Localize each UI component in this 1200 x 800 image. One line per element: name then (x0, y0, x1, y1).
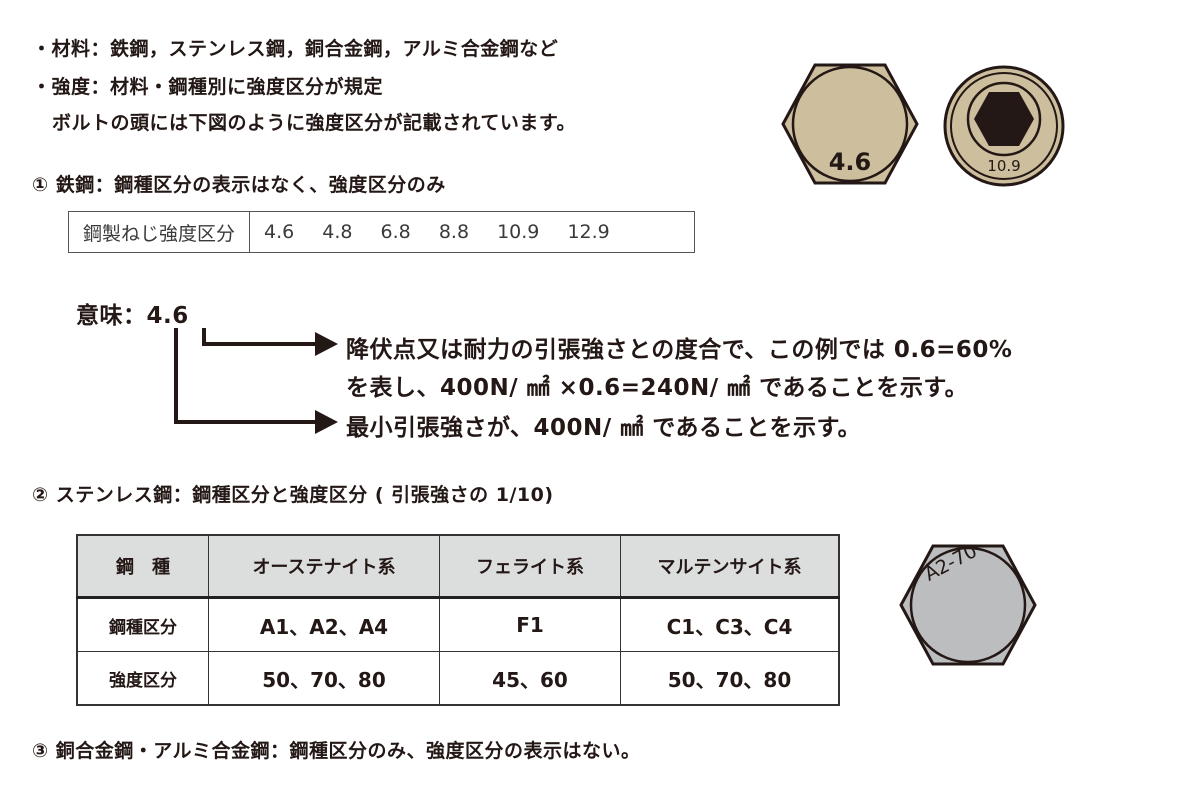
row-label: 強度区分 (76, 651, 209, 706)
socket-bolt-icon (943, 65, 1065, 187)
strength-class-value: 4.8 (322, 221, 353, 243)
section2-heading: ② ステンレス鋼：鋼種区分と強度区分 ( 引張強さの 1/10) (32, 484, 554, 506)
strength-class-value: 12.9 (567, 221, 610, 243)
stainless-steel-table: 鋼 種 オーステナイト系 フェライト系 マルテンサイト系 鋼種区分 A1、A2、… (76, 534, 840, 706)
steel-strength-class-values: 4.6 4.8 6.8 8.8 10.9 12.9 (249, 211, 696, 253)
hex-bolt-icon (781, 63, 919, 185)
table-cell: 50、70、80 (208, 651, 440, 706)
table-row: 鋼種区分 A1、A2、A4 F1 C1、C3、C4 (76, 597, 840, 652)
table-cell: 45、60 (439, 651, 621, 706)
section3-heading: ③ 銅合金鋼・アルミ合金鋼：鋼種区分のみ、強度区分の表示はない。 (32, 740, 641, 762)
hex-bolt-head-image: 4.6 (780, 62, 920, 186)
intro-note-line: ボルトの頭には下図のように強度区分が記載されています。 (52, 112, 577, 134)
table-cell: C1、C3、C4 (620, 597, 840, 652)
strength-class-value: 6.8 (380, 221, 411, 243)
row-label: 鋼種区分 (76, 597, 209, 652)
steel-strength-class-table: 鋼製ねじ強度区分 4.6 4.8 6.8 8.8 10.9 12.9 (67, 211, 696, 253)
steel-strength-class-label: 鋼製ねじ強度区分 (67, 211, 251, 253)
meaning-label: 意味：4.6 (76, 296, 189, 330)
table-row: 強度区分 50、70、80 45、60 50、70、80 (76, 651, 840, 706)
intro-material-line: ・材料：鉄鋼，ステンレス鋼，銅合金鋼，アルミ合金鋼など (32, 38, 559, 60)
header-steel-type: 鋼 種 (76, 534, 209, 599)
socket-bolt-marking: 10.9 (987, 157, 1021, 175)
table-cell: F1 (439, 597, 621, 652)
meaning-value: 4.6 (146, 303, 189, 329)
section1-heading: ① 鉄鋼：鋼種区分の表示はなく、強度区分のみ (32, 174, 446, 196)
meaning-label-text: 意味： (76, 303, 147, 329)
header-martensitic: マルテンサイト系 (620, 534, 840, 599)
header-ferritic: フェライト系 (439, 534, 621, 599)
table-header-row: 鋼 種 オーステナイト系 フェライト系 マルテンサイト系 (76, 534, 840, 599)
meaning-arrows-icon (174, 328, 338, 434)
strength-class-value: 10.9 (497, 221, 540, 243)
table-cell: 50、70、80 (620, 651, 840, 706)
intro-strength-line: ・強度：材料・鋼種別に強度区分が規定 (32, 76, 384, 98)
header-austenitic: オーステナイト系 (208, 534, 440, 599)
yield-ratio-explanation-line1: 降伏点又は耐力の引張強さとの度合で、この例では 0.6=60% (346, 337, 1013, 363)
hex-bolt-marking: 4.6 (828, 148, 872, 176)
yield-ratio-explanation-line2: を表し、400N/ ㎟ ×0.6=240N/ ㎟ であることを示す。 (346, 375, 969, 401)
strength-class-value: 8.8 (438, 221, 470, 243)
stainless-hex-bolt-icon (899, 544, 1037, 666)
stainless-bolt-head-image: A2-70 (898, 540, 1038, 667)
strength-class-value: 4.6 (264, 221, 295, 243)
tensile-strength-explanation: 最小引張強さが、400N/ ㎟ であることを示す。 (346, 415, 862, 441)
table-cell: A1、A2、A4 (208, 597, 440, 652)
socket-bolt-head-image: 10.9 (942, 64, 1066, 188)
